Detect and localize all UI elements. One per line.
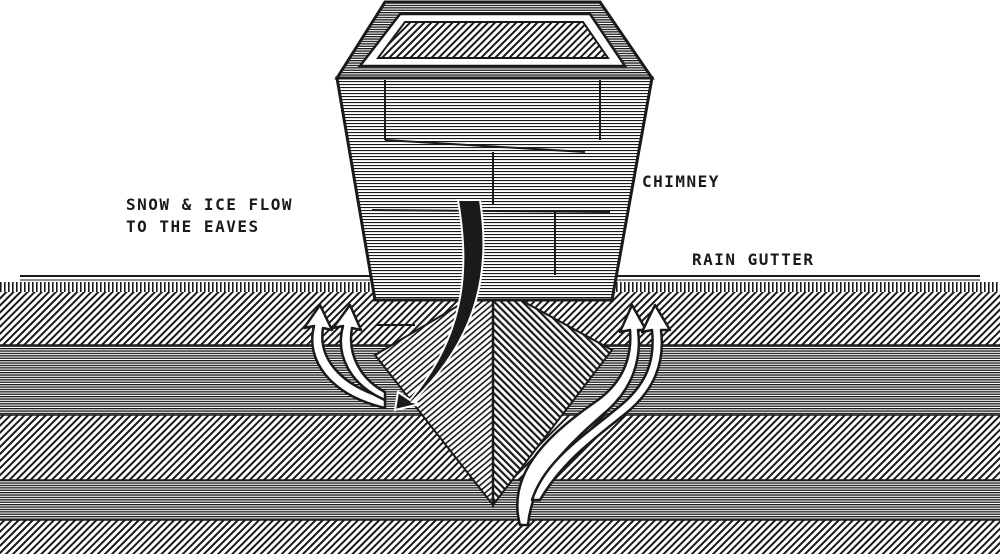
snow-ice-flow-label-line2: TO THE EAVES	[126, 217, 260, 236]
diverted-flow-arrows-right	[516, 303, 672, 527]
chimney	[334, 0, 655, 326]
cricket	[373, 283, 614, 508]
diverted-flow-arrows-left	[302, 303, 387, 410]
snow-ice-flow-label-line1: SNOW & ICE FLOW	[126, 195, 293, 214]
chimney-label: CHIMNEY	[642, 172, 720, 191]
snow-ice-flow-label: SNOW & ICE FLOW TO THE EAVES	[126, 194, 293, 238]
snow-flow-arrow	[393, 199, 485, 412]
rain-gutter-label: RAIN GUTTER	[692, 250, 815, 269]
